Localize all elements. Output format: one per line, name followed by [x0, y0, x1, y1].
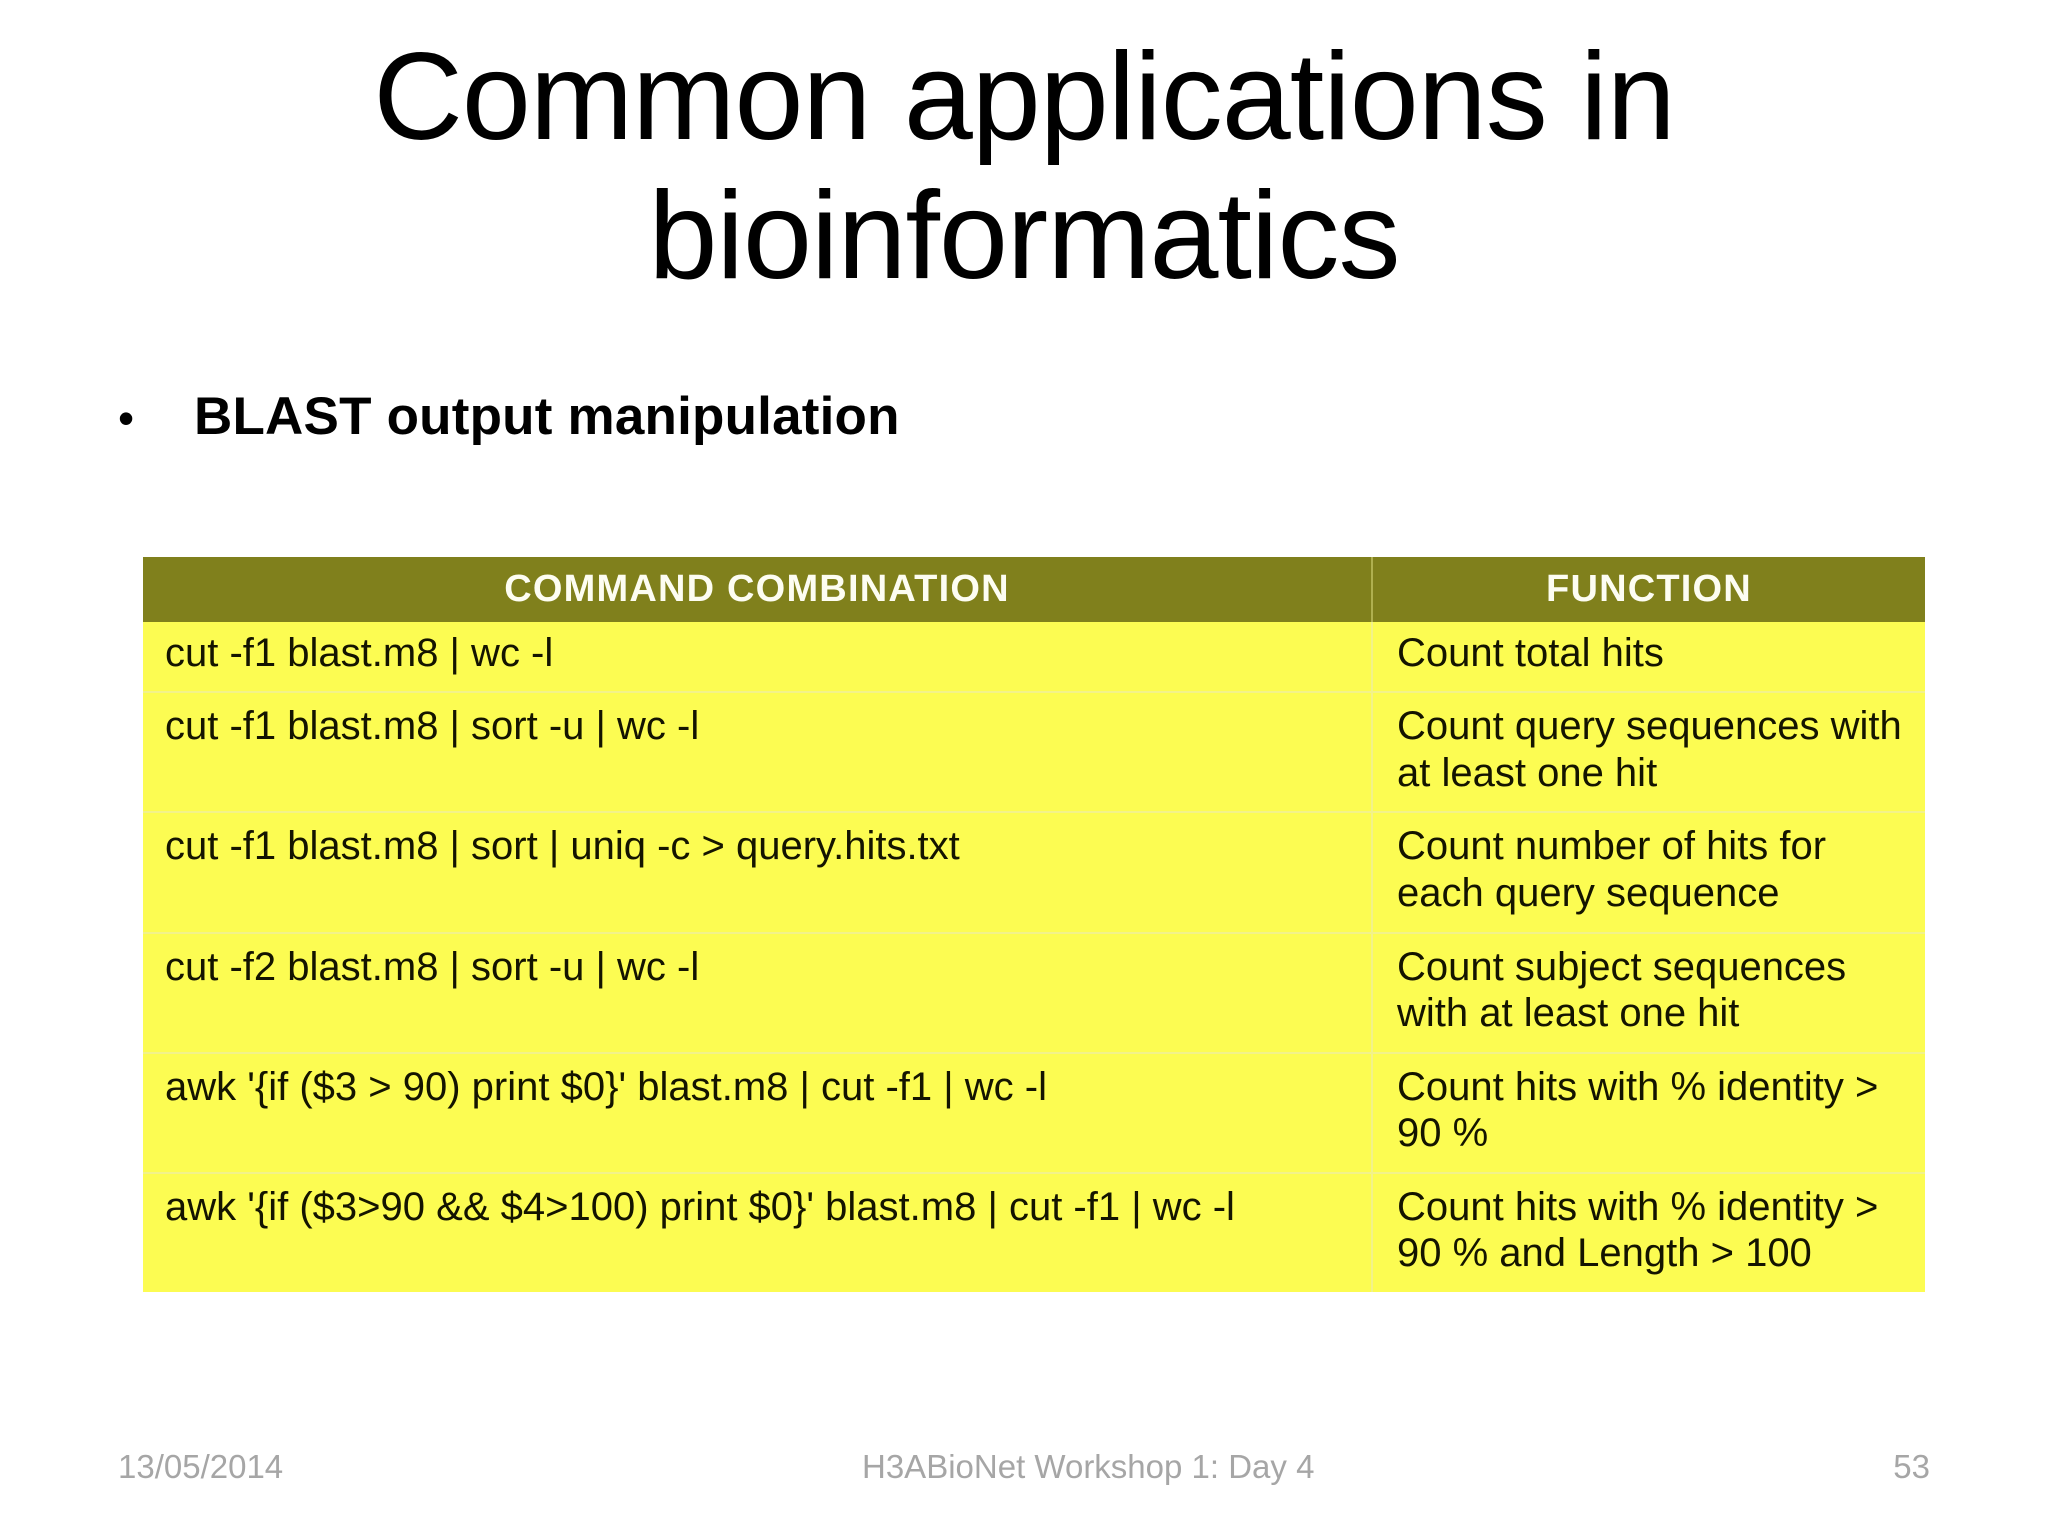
- cell-function: Count number of hits for each query sequ…: [1372, 811, 1925, 933]
- cell-command: cut -f1 blast.m8 | sort | uniq -c > quer…: [143, 811, 1373, 933]
- cell-command: awk '{if ($3 > 90) print $0}' blast.m8 |…: [143, 1051, 1373, 1173]
- command-table-container: COMMAND COMBINATION FUNCTION cut -f1 bla…: [143, 557, 1925, 1292]
- footer-date: 13/05/2014: [118, 1448, 284, 1485]
- table-row: cut -f1 blast.m8 | sort | uniq -c > quer…: [143, 811, 1925, 933]
- page-title: Common applications in bioinformatics: [373, 28, 1675, 305]
- table-row: cut -f1 blast.m8 | wc -l Count total hit…: [143, 622, 1925, 693]
- table-row: awk '{if ($3>90 && $4>100) print $0}' bl…: [143, 1171, 1925, 1292]
- command-table: COMMAND COMBINATION FUNCTION cut -f1 bla…: [143, 557, 1925, 1292]
- cell-command: cut -f1 blast.m8 | wc -l: [143, 622, 1373, 693]
- footer-page-number: 53: [1893, 1448, 1930, 1485]
- bullet-marker-icon: •: [118, 392, 135, 444]
- cell-function: Count subject sequences with at least on…: [1372, 931, 1925, 1053]
- column-header-command-combination: COMMAND COMBINATION: [143, 557, 1373, 622]
- cell-command: cut -f1 blast.m8 | sort -u | wc -l: [143, 691, 1373, 813]
- table-header-row: COMMAND COMBINATION FUNCTION: [143, 557, 1925, 622]
- table-row: cut -f2 blast.m8 | sort -u | wc -l Count…: [143, 931, 1925, 1053]
- slide-footer: 13/05/2014 H3ABioNet Workshop 1: Day 4 5…: [118, 1448, 1930, 1486]
- cell-command: cut -f2 blast.m8 | sort -u | wc -l: [143, 931, 1373, 1053]
- cell-command: awk '{if ($3>90 && $4>100) print $0}' bl…: [143, 1171, 1373, 1292]
- cell-function: Count total hits: [1372, 622, 1925, 693]
- table-row: awk '{if ($3 > 90) print $0}' blast.m8 |…: [143, 1051, 1925, 1173]
- table-row: cut -f1 blast.m8 | sort -u | wc -l Count…: [143, 691, 1925, 813]
- column-header-function: FUNCTION: [1372, 557, 1925, 622]
- bullet-item: • BLAST output manipulation: [118, 390, 900, 443]
- footer-title: H3ABioNet Workshop 1: Day 4: [862, 1448, 1315, 1485]
- bullet-item-label: BLAST output manipulation: [194, 387, 900, 446]
- cell-function: Count hits with % identity > 90 %: [1372, 1051, 1925, 1173]
- cell-function: Count hits with % identity > 90 % and Le…: [1372, 1171, 1925, 1292]
- cell-function: Count query sequences with at least one …: [1372, 691, 1925, 813]
